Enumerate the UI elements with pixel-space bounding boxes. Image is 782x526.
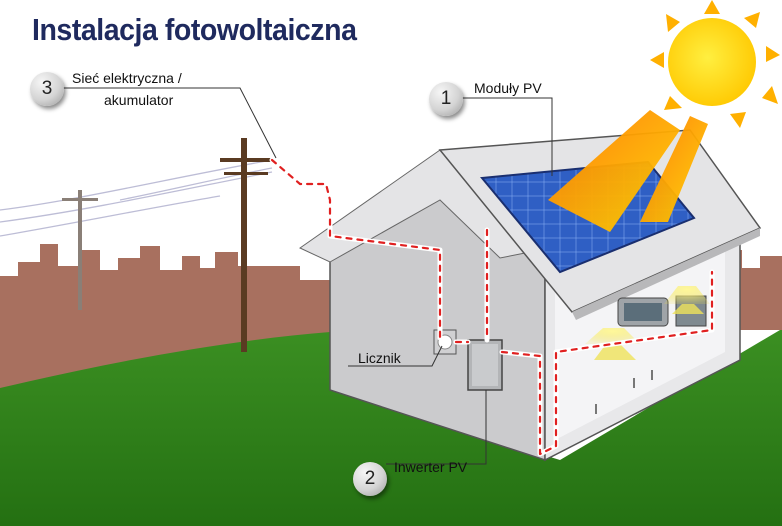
page-title: Instalacja fotowoltaiczna xyxy=(32,12,357,47)
callout-number-3: 3 xyxy=(30,72,64,106)
leader-lines xyxy=(60,87,553,465)
sun-rays xyxy=(548,110,708,232)
inverter-box xyxy=(467,339,503,391)
grid-label-line2: akumulator xyxy=(104,92,174,108)
power-lines xyxy=(0,159,273,237)
inverter-label: Inwerter PV xyxy=(394,459,468,475)
pv-modules-label: Moduły PV xyxy=(474,80,542,96)
electric-meter xyxy=(433,329,457,355)
callout-number-1: 1 xyxy=(429,82,463,116)
electrical-cables xyxy=(269,157,715,457)
grass-field xyxy=(0,330,782,526)
sun xyxy=(650,0,780,128)
callout-number-2: 2 xyxy=(353,462,387,496)
meter-label: Licznik xyxy=(358,350,401,366)
grid-label-line1: Sieć elektryczna / xyxy=(72,70,182,86)
utility-poles xyxy=(62,138,272,352)
ceiling-lamps xyxy=(585,286,710,360)
